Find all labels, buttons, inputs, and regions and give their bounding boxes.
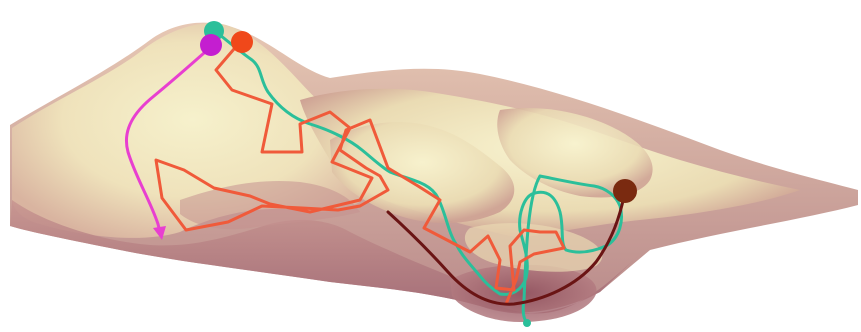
brown-ball-icon [613,179,637,203]
teal-end-dot-icon [523,319,531,327]
orange-ball-icon [231,31,253,53]
purple-ball-icon [200,34,222,56]
